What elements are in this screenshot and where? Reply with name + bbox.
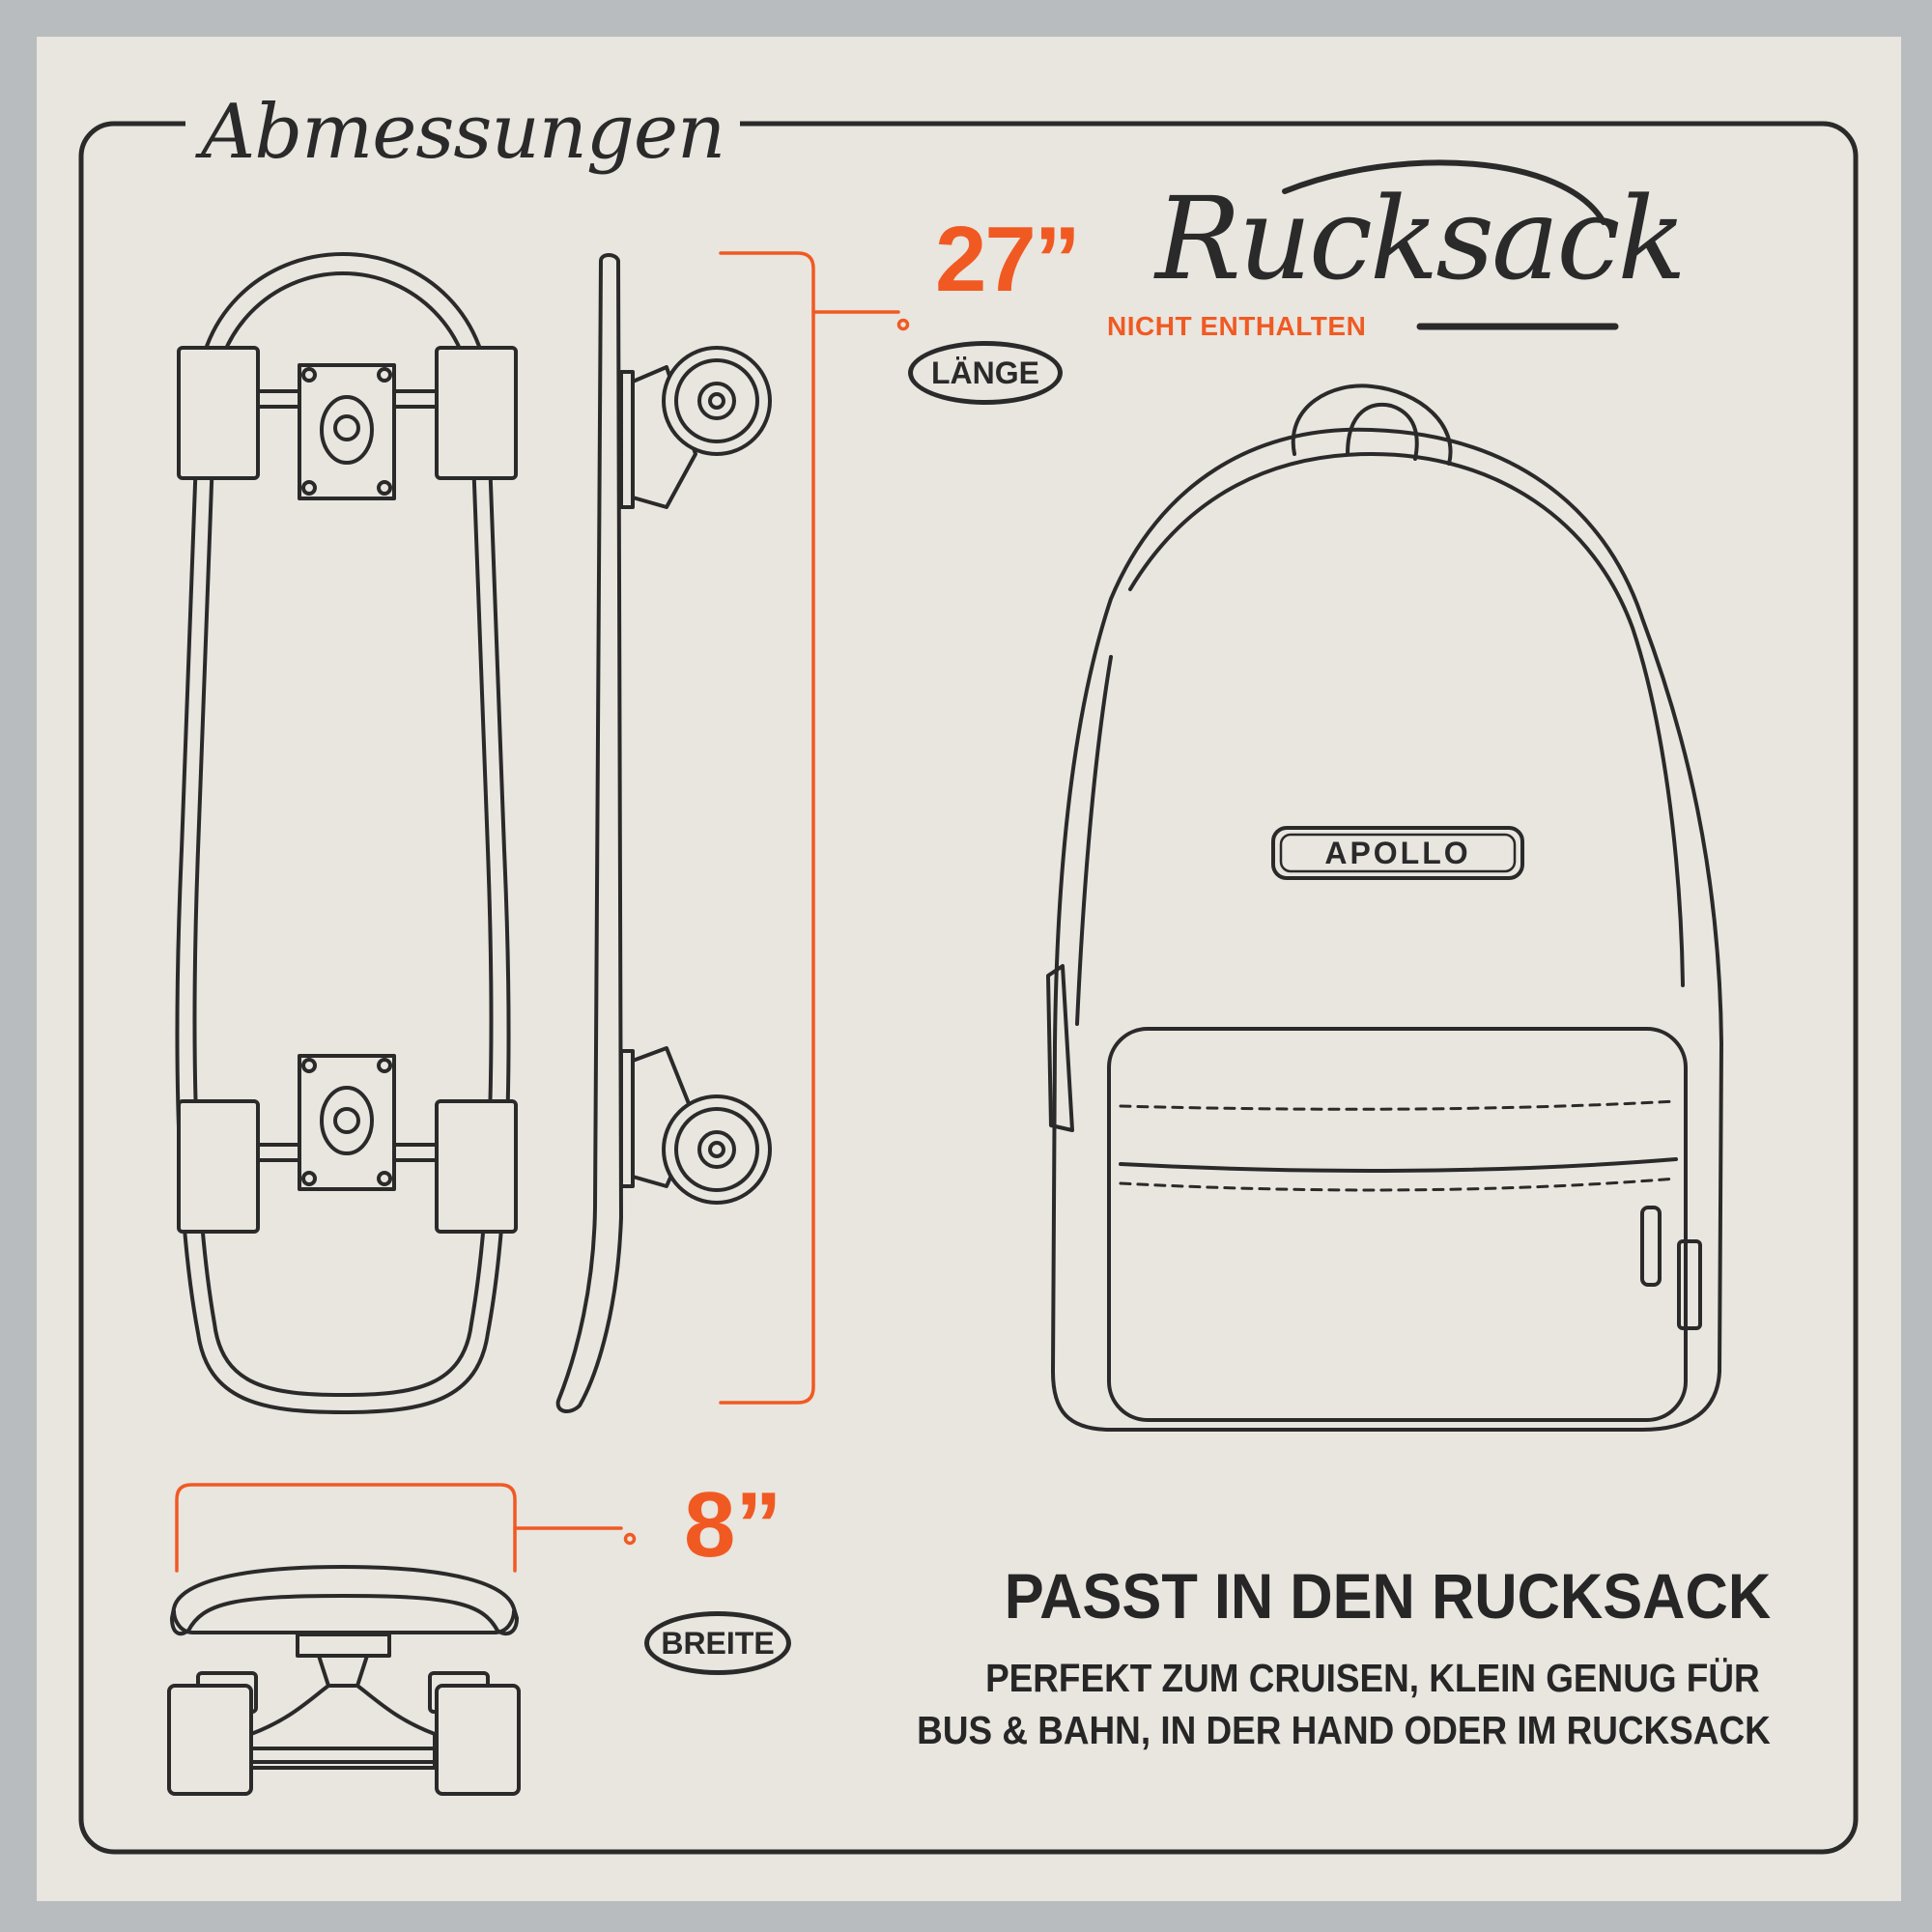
backpack-drawing	[1046, 384, 1723, 1432]
width-label: BREITE	[644, 1611, 791, 1675]
apollo-badge-text: APOLLO	[1324, 835, 1471, 870]
skateboard-top-view	[175, 252, 518, 1414]
length-bracket	[719, 251, 910, 1405]
tagline-title: PASST IN DEN RUCKSACK	[1004, 1560, 1771, 1632]
skateboard-side-view	[555, 253, 772, 1413]
frame-border	[78, 121, 1859, 1855]
skateboard-end-view	[167, 1565, 521, 1796]
apollo-badge	[1271, 826, 1524, 880]
truck-rear	[177, 1054, 518, 1234]
rucksack-swash	[1282, 159, 1606, 225]
tagline-line-2: BUS & BAHN, IN DER HAND ODER IM RUCKSACK	[917, 1708, 1771, 1752]
tagline-line-1: PERFEKT ZUM CRUISEN, KLEIN GENUG FÜR	[985, 1656, 1760, 1700]
length-label: LÄNGE	[908, 341, 1063, 405]
dimensions-heading: Abmessungen	[185, 89, 741, 176]
width-value: 8”	[684, 1473, 782, 1577]
width-bracket	[175, 1483, 637, 1573]
backpack-title: Rucksack	[1155, 172, 1687, 305]
length-value: 27”	[935, 208, 1081, 311]
truck-front	[177, 346, 518, 500]
backpack-not-included: NICHT ENTHALTEN	[1107, 311, 1367, 341]
